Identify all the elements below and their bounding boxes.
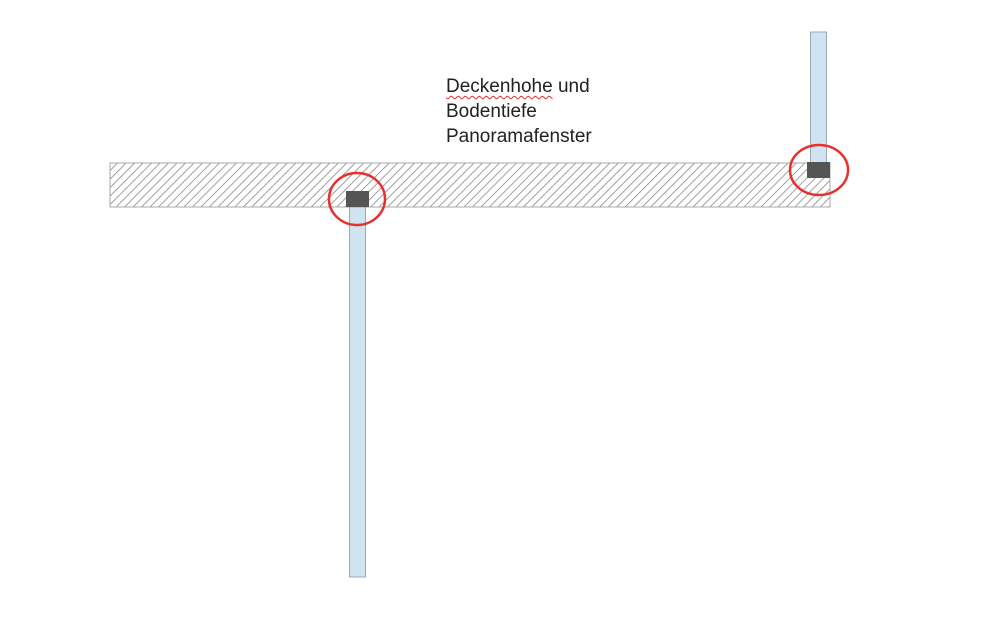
lower-window-glass xyxy=(349,206,366,578)
label-word-deckenhohe: Deckenhohe xyxy=(446,76,553,97)
upper-window-connector xyxy=(807,162,830,178)
label-line-3: Panoramafenster xyxy=(446,126,592,147)
diagram-label: Deckenhohe und Bodentiefe Panoramafenste… xyxy=(446,74,592,149)
label-word-und: und xyxy=(552,76,590,97)
ceiling-slab xyxy=(109,162,831,208)
label-line-1: Deckenhohe und xyxy=(446,74,592,99)
upper-highlight-circle xyxy=(788,143,850,197)
lower-highlight-circle xyxy=(327,171,387,227)
lower-window-connector xyxy=(346,191,369,207)
label-line-2: Bodentiefe xyxy=(446,101,537,122)
